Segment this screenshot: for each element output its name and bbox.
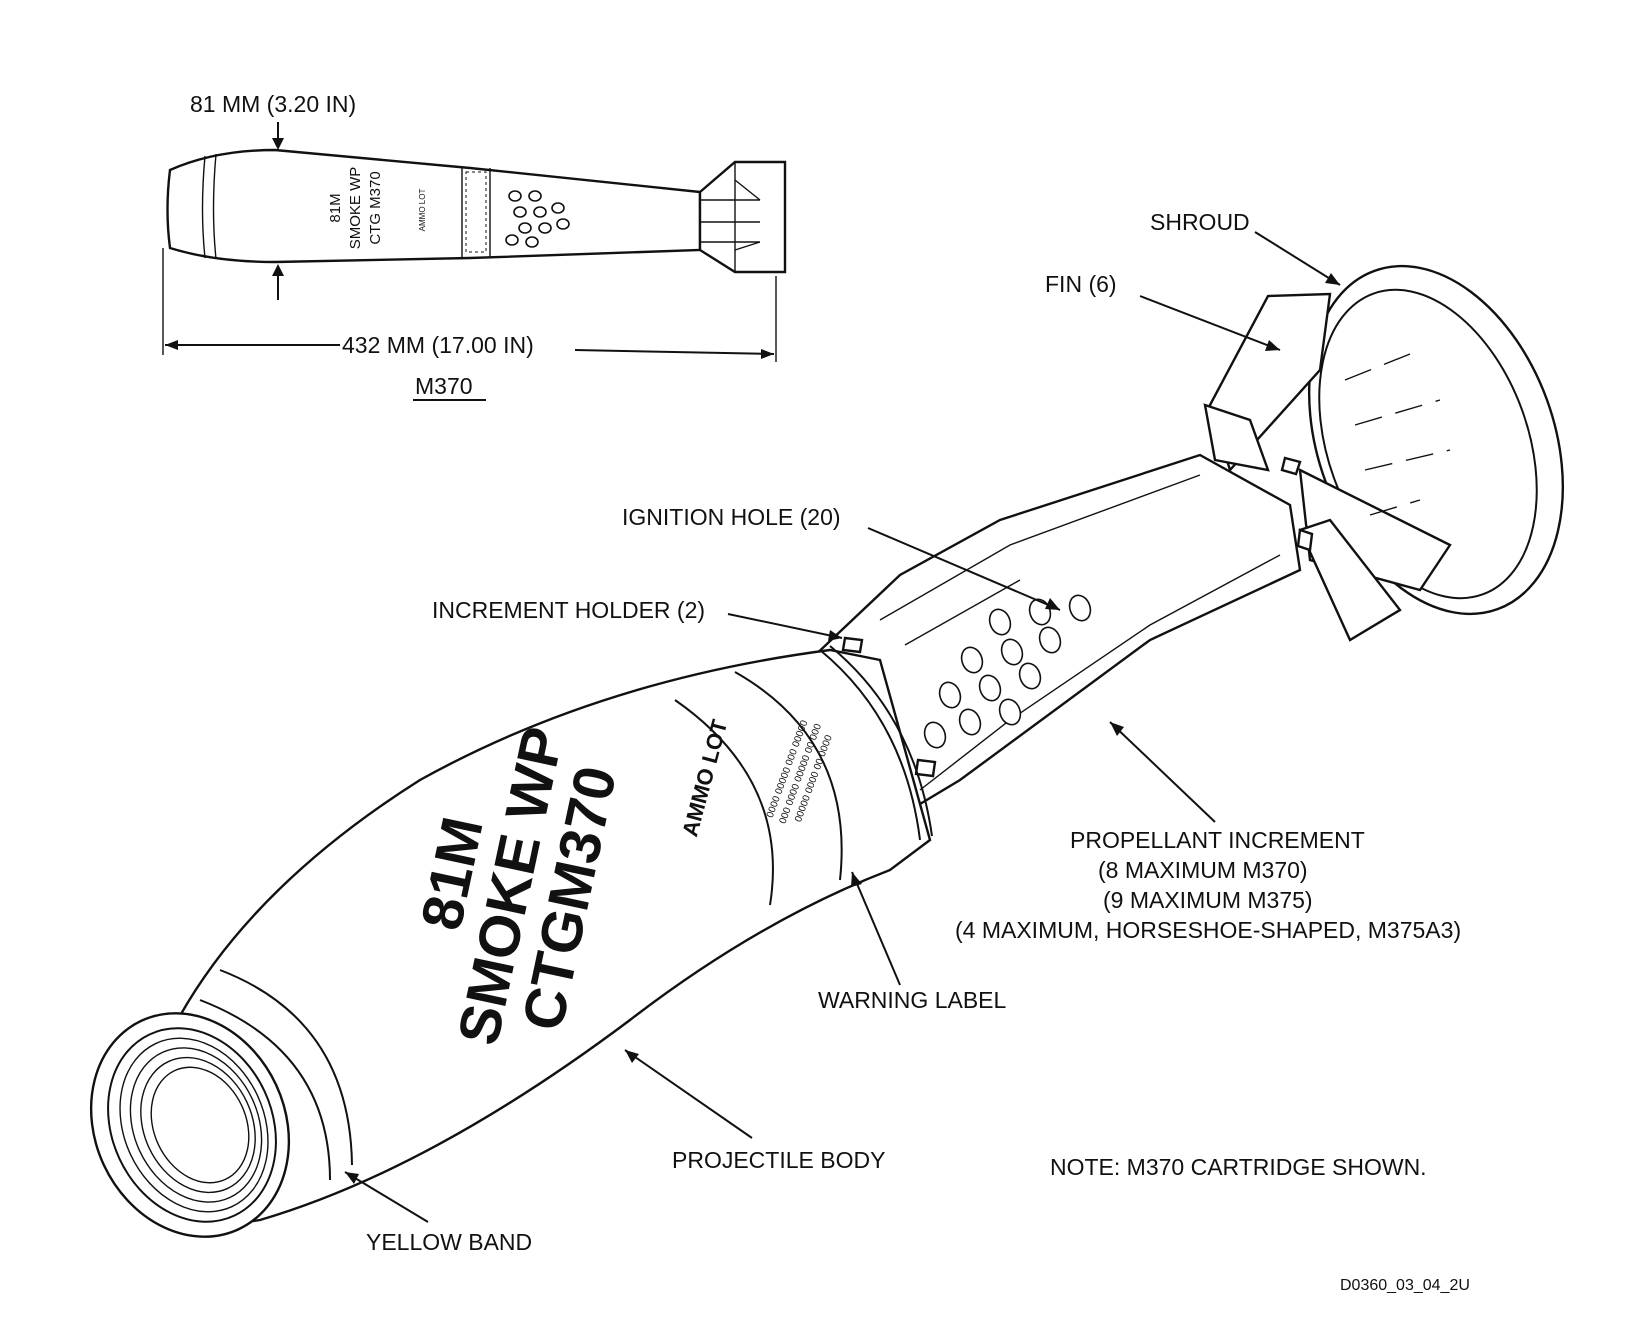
model-label: M370 bbox=[415, 373, 473, 399]
small-marking-line-1: 81M bbox=[327, 193, 344, 222]
yellow-band-edge-2 bbox=[219, 969, 353, 1166]
fin-left bbox=[1203, 403, 1270, 472]
small-marking-line-3: CTG M370 bbox=[367, 171, 384, 244]
main-cartridge-view: 81M SMOKE WP CTGM370 AMMO LOT 0000 00000… bbox=[89, 264, 1565, 1238]
small-lot-marking: AMMO LOT bbox=[418, 189, 427, 232]
propellant-leader bbox=[1109, 721, 1216, 823]
small-fin-shroud bbox=[698, 160, 787, 274]
yellow-band-leader bbox=[344, 1171, 429, 1223]
callouts: SHROUD FIN (6) IGNITION HOLE (20) INCREM… bbox=[344, 209, 1470, 1294]
propellant-line-4: (4 MAXIMUM, HORSESHOE-SHAPED, M375A3) bbox=[955, 917, 1461, 943]
small-side-view: 81M SMOKE WP CTG M370 AMMO LOT 81 MM (3.… bbox=[162, 91, 787, 401]
nose-threads bbox=[119, 1037, 269, 1213]
increment-holder-label: INCREMENT HOLDER (2) bbox=[432, 597, 705, 623]
warning-label-band-left bbox=[674, 699, 774, 906]
small-cartridge-body bbox=[166, 148, 702, 264]
propellant-line-1: PROPELLANT INCREMENT bbox=[1070, 827, 1365, 853]
small-body-marking: 81M SMOKE WP CTG M370 bbox=[327, 167, 384, 250]
small-marking-line-2: SMOKE WP bbox=[347, 167, 364, 250]
shroud-label: SHROUD bbox=[1150, 209, 1250, 235]
projectile-body-label: PROJECTILE BODY bbox=[672, 1147, 885, 1173]
ignition-hole-leader bbox=[867, 527, 1061, 611]
propellant-line-3: (9 MAXIMUM M375) bbox=[1103, 887, 1313, 913]
warning-label-label: WARNING LABEL bbox=[818, 987, 1007, 1013]
projectile-body-leader bbox=[624, 1049, 753, 1139]
length-line-right bbox=[574, 349, 775, 355]
length-label: 432 MM (17.00 IN) bbox=[342, 332, 534, 358]
fin-leader bbox=[1139, 295, 1281, 351]
propellant-increment-label: PROPELLANT INCREMENT (8 MAXIMUM M370) (9… bbox=[955, 827, 1461, 943]
fin-lower bbox=[1298, 518, 1402, 642]
ignition-hole-label: IGNITION HOLE (20) bbox=[622, 504, 841, 530]
warning-label-band-right bbox=[734, 671, 843, 881]
shroud-leader bbox=[1254, 231, 1341, 286]
yellow-band-label: YELLOW BAND bbox=[366, 1229, 532, 1255]
figure-id: D0360_03_04_2U bbox=[1340, 1277, 1470, 1294]
small-ignition-holes bbox=[505, 190, 570, 248]
warning-label-leader bbox=[851, 871, 901, 986]
yellow-band-edge-1 bbox=[199, 999, 331, 1181]
propellant-line-2: (8 MAXIMUM M370) bbox=[1098, 857, 1308, 883]
diameter-label: 81 MM (3.20 IN) bbox=[190, 91, 356, 117]
increment-holder-leader bbox=[727, 613, 843, 639]
fin-label: FIN (6) bbox=[1045, 271, 1117, 297]
note-text: NOTE: M370 CARTRIDGE SHOWN. bbox=[1050, 1154, 1427, 1180]
